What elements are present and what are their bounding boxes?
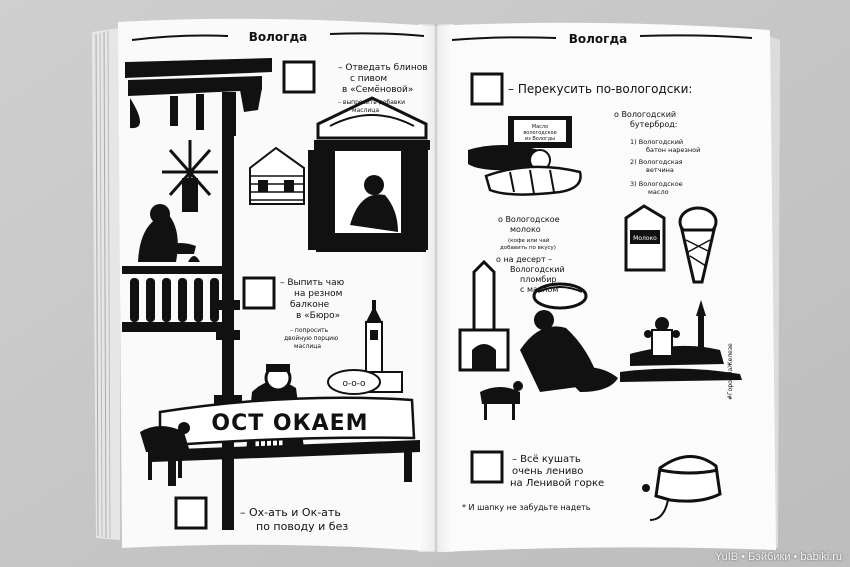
right-header-rule: [451, 34, 753, 41]
svg-text:масло: масло: [648, 188, 669, 196]
butter-label-2: вологодское: [523, 130, 556, 136]
left-header-rule: [131, 32, 425, 41]
checkbox-right-1[interactable]: [470, 72, 504, 106]
sandwich-items: 1) Вологодский батон нарезной 2) Вологод…: [630, 138, 700, 196]
svg-text:о Вологодское: о Вологодское: [498, 215, 560, 224]
svg-text:батон нарезной: батон нарезной: [646, 146, 700, 154]
sandwich-block: о Вологодский бутерброд:: [614, 110, 677, 129]
svg-text:– Всё кушать: – Всё кушать: [512, 454, 581, 465]
carved-window-illustration: [308, 96, 430, 252]
goat-illustration: [480, 381, 523, 420]
svg-text:– Ох-ать и Ок-ать: – Ох-ать и Ок-ать: [240, 506, 341, 519]
svg-text:молоко: молоко: [510, 225, 541, 234]
svg-text:на Ленивой горке: на Ленивой горке: [510, 478, 604, 489]
svg-text:ветчина: ветчина: [646, 166, 674, 174]
checkbox-left-1[interactable]: [282, 60, 316, 94]
svg-text:по поводу и без: по поводу и без: [256, 520, 348, 533]
speech-text: о-о-о: [342, 379, 366, 389]
page-stack-edges: [92, 28, 120, 540]
svg-text:балконе: балконе: [290, 300, 330, 310]
svg-text:– попросить: – попросить: [290, 327, 329, 334]
right-page-header: Вологда: [569, 32, 627, 46]
svg-text:о на десерт –: о на десерт –: [496, 255, 552, 264]
svg-text:добавить по вкусу): добавить по вкусу): [500, 245, 556, 251]
left-item2-note: – попросить двойную порцию маслица: [284, 327, 338, 350]
checkbox-left-3[interactable]: [174, 496, 208, 530]
dessert-block: о на десерт – Вологодский пломбир с масл…: [496, 255, 565, 294]
speech-bubble: о-о-о: [327, 369, 381, 395]
svg-text:на резном: на резном: [294, 289, 342, 299]
ushanka-hat-illustration: [642, 455, 722, 521]
wooden-house-illustration: [249, 146, 305, 205]
svg-text:с пивом: с пивом: [350, 74, 387, 84]
svg-text:в «Семёновой»: в «Семёновой»: [342, 85, 413, 95]
svg-text:пломбир: пломбир: [520, 275, 556, 284]
svg-text:(кофе или чай: (кофе или чай: [508, 237, 550, 244]
obelisk-tower-illustration: [458, 259, 510, 372]
milk-label: Молоко: [633, 235, 657, 242]
svg-text:с маслом: с маслом: [520, 285, 558, 294]
svg-text:маслица: маслица: [352, 107, 379, 114]
svg-text:– выпросить добавки: – выпросить добавки: [338, 99, 405, 106]
svg-text:Вологодский: Вологодский: [510, 265, 565, 274]
svg-text:о Вологодский: о Вологодский: [614, 110, 676, 119]
svg-text:маслица: маслица: [294, 343, 321, 350]
svg-text:3) Вологодское: 3) Вологодское: [630, 180, 683, 188]
right-item2-text: – Всё кушать очень лениво на Ленивой гор…: [510, 454, 604, 489]
checkbox-left-2[interactable]: [242, 276, 276, 310]
svg-text:в «Бюро»: в «Бюро»: [296, 311, 340, 321]
church-illustration-right: [620, 300, 742, 382]
butter-ham-bread-illustration: Масло вологодское из Вологды: [468, 116, 582, 196]
dog-illustration: [140, 422, 190, 480]
svg-text:– Отведать блинов: – Отведать блинов: [338, 63, 428, 73]
left-page-header: Вологда: [249, 30, 307, 44]
gutter-shadow: [418, 24, 454, 552]
left-item3-text: – Ох-ать и Ок-ать по поводу и без: [240, 506, 348, 533]
milk-note: (кофе или чай добавить по вкусу): [500, 237, 556, 251]
svg-text:1) Вологодский: 1) Вологодский: [630, 138, 683, 146]
svg-text:двойную порцию: двойную порцию: [284, 335, 338, 342]
svg-text:очень лениво: очень лениво: [512, 466, 583, 477]
hashtag-vertical: #ГородНаЖелезе: [727, 343, 734, 400]
milk-carton-illustration: Молоко: [624, 204, 666, 272]
ice-cream-illustration: [678, 206, 718, 284]
watermark: YuIB • Бэйбики • babiki.ru: [714, 551, 842, 563]
right-footnote: * И шапку не забудьте надеть: [462, 503, 591, 512]
left-item2-text: – Выпить чаю на резном балконе в «Бюро»: [280, 278, 345, 321]
butter-label-1: Масло: [532, 124, 548, 130]
svg-text:бутерброд:: бутерброд:: [630, 120, 677, 129]
svg-text:– Выпить чаю: – Выпить чаю: [280, 278, 345, 288]
right-item1-title: – Перекусить по-вологодски:: [508, 82, 692, 96]
bench-sign-text: ОСТ ОКАЕМ: [211, 411, 368, 436]
windmill-illustration: [162, 140, 218, 212]
checkbox-right-2[interactable]: [470, 450, 504, 484]
balcony-tea-illustration: [122, 204, 234, 332]
milk-block: о Вологодское молоко: [498, 215, 560, 234]
left-item1-text: – Отведать блинов с пивом в «Семёновой»: [338, 63, 428, 95]
svg-text:2) Вологодская: 2) Вологодская: [630, 158, 683, 166]
man-with-bread-illustration: [519, 282, 618, 392]
bench-sign-illustration: ОСТ ОКАЕМ: [152, 396, 420, 486]
left-item1-note: – выпросить добавки маслица: [338, 99, 405, 114]
butter-label-3: из Вологды: [525, 136, 555, 142]
